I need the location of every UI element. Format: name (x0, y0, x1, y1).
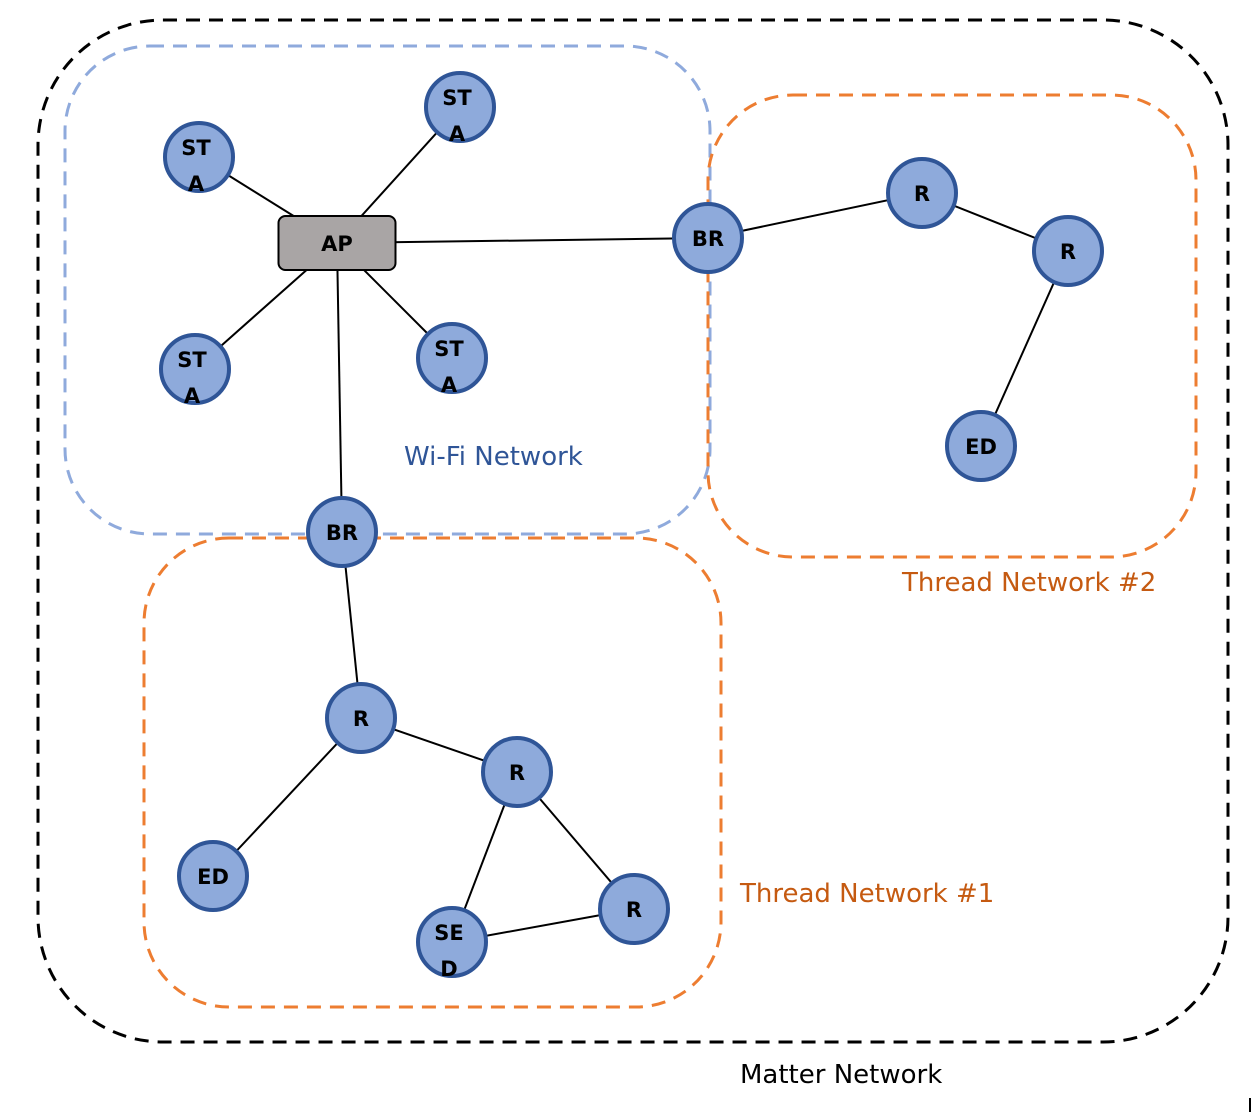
station-circle (163, 121, 235, 193)
wifi-network-boundary (63, 44, 712, 536)
node-label-line: R (1060, 240, 1076, 264)
node-t1sed: SE D (416, 906, 488, 981)
thread-network-2-label: Thread Network #2 (901, 568, 1156, 598)
node-label-line: BR (326, 521, 358, 545)
node-t2r2: R (1032, 215, 1104, 287)
node-t1r1: R (325, 682, 397, 754)
node-ap: AP (277, 215, 397, 271)
router-circle (886, 157, 958, 229)
wifi-network-label: Wi-Fi Network (404, 442, 583, 472)
node-sta3: ST A (159, 333, 231, 408)
link-ap-br2 (336, 242, 343, 533)
node-label-line: ST (434, 337, 464, 361)
node-label-line: A (184, 384, 201, 408)
node-br1: BR (672, 202, 744, 274)
node-label-line: D (440, 957, 457, 981)
node-t2r1: R (886, 157, 958, 229)
thread-network-1-boundary (142, 536, 723, 1009)
node-sta2: ST A (424, 71, 496, 146)
node-label-line: A (441, 373, 458, 397)
link-t1r1-t1ed (212, 717, 362, 877)
node-label-line: SE (434, 921, 463, 945)
node-t2ed: ED (945, 410, 1017, 482)
node-t1r2: R (481, 736, 553, 808)
router-circle (598, 873, 670, 945)
node-t1r3: R (598, 873, 670, 945)
node-label-line: A (188, 172, 205, 196)
router-circle (325, 682, 397, 754)
matter-network-label: Matter Network (740, 1060, 942, 1090)
station-circle (416, 322, 488, 394)
node-label-line: ST (442, 86, 472, 110)
border-router-circle (672, 202, 744, 274)
node-br2: BR (306, 496, 378, 568)
region-labels: Wi-Fi Network Thread Network #2 Thread N… (404, 442, 1156, 1090)
network-nodes: AP ST A ST A ST A ST A BR BR R R ED R R R ED SE D (159, 71, 1104, 981)
node-label-line: R (626, 898, 642, 922)
station-circle (159, 333, 231, 405)
node-label-line: R (353, 707, 369, 731)
matter-network-boundary (36, 18, 1230, 1044)
end-device-circle (945, 410, 1017, 482)
node-label-line: ED (197, 865, 229, 889)
node-label-line: AP (321, 232, 353, 256)
node-label-line: R (914, 182, 930, 206)
thread-network-2-boundary (706, 93, 1198, 559)
border-router-circle (306, 496, 378, 568)
link-ap-br1 (336, 237, 709, 244)
node-t1ed: ED (177, 840, 249, 912)
node-label-line: ST (181, 136, 211, 160)
access-point-box (277, 215, 397, 271)
node-label-line: A (449, 122, 466, 146)
node-label-line: BR (692, 227, 724, 251)
end-device-circle (177, 840, 249, 912)
link-br1-t2r1 (707, 192, 923, 239)
sleepy-end-device-circle (416, 906, 488, 978)
router-circle (481, 736, 553, 808)
node-label-line: ST (177, 348, 207, 372)
station-circle (424, 71, 496, 143)
network-regions (36, 18, 1230, 1044)
node-label-line: R (509, 761, 525, 785)
router-circle (1032, 215, 1104, 287)
node-label-line: ED (965, 435, 997, 459)
node-sta1: ST A (163, 121, 235, 196)
node-sta4: ST A (416, 322, 488, 397)
thread-network-1-label: Thread Network #1 (739, 879, 994, 909)
